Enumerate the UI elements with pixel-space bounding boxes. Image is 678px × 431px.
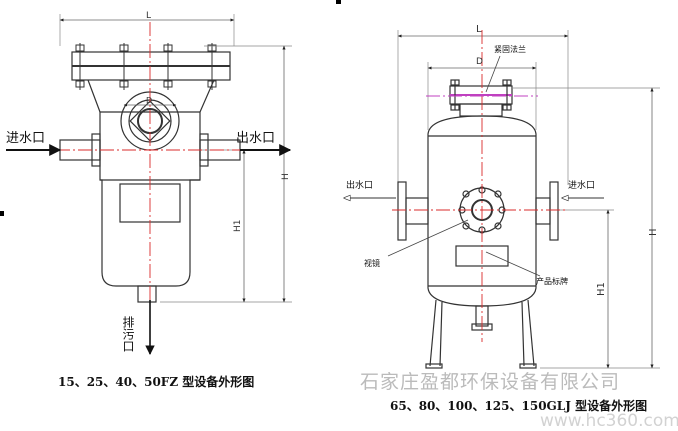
right-flange-label: 紧固法兰 (494, 44, 526, 54)
right-inlet-flange (549, 181, 559, 241)
left-caption: 15、25、40、50FZ 型设备外形图 (58, 374, 254, 389)
left-sight-window-core (129, 100, 171, 142)
corner-mark (336, 0, 341, 4)
left-vessel-body (99, 111, 201, 287)
left-drain-label: 排污口 (121, 316, 135, 352)
left-label-d: D (146, 96, 152, 105)
flange-leader (485, 55, 501, 93)
right-label-l: L (476, 24, 482, 35)
right-vessel-body (427, 115, 537, 307)
right-glj-drawing (397, 30, 660, 369)
left-fz-drawing (59, 14, 292, 303)
watermark-url: www.hc360.com (540, 411, 678, 431)
right-nameplate-label: 产品标牌 (536, 276, 568, 286)
right-centerlines (392, 30, 566, 342)
right-label-h: H (648, 228, 659, 236)
left-drain-nozzle (137, 285, 157, 303)
right-outlet-label: 出水口 (346, 179, 373, 191)
right-label-h1: H1 (596, 282, 607, 296)
right-caption: 65、80、100、125、150GLJ 型设备外形图 (390, 398, 647, 413)
sight-glass-leader (387, 219, 469, 257)
left-outlet-label: 出水口 (236, 131, 275, 146)
right-label-d: D (476, 57, 483, 67)
nameplate-leader (485, 251, 541, 277)
left-centerlines (56, 22, 240, 336)
watermark-company: 石家庄盈都环保设备有限公司 (360, 371, 620, 393)
left-inlet-label: 进水口 (6, 131, 45, 146)
left-label-h: H (281, 173, 291, 180)
right-sight-glass-label: 视镜 (364, 258, 380, 268)
corner-mark (0, 211, 4, 216)
left-label-h1: H1 (233, 220, 243, 233)
right-inlet-label: 进水口 (568, 179, 595, 191)
right-outlet-flange (397, 181, 407, 241)
left-label-l: L (146, 11, 151, 21)
left-flange-bolts (75, 43, 217, 90)
